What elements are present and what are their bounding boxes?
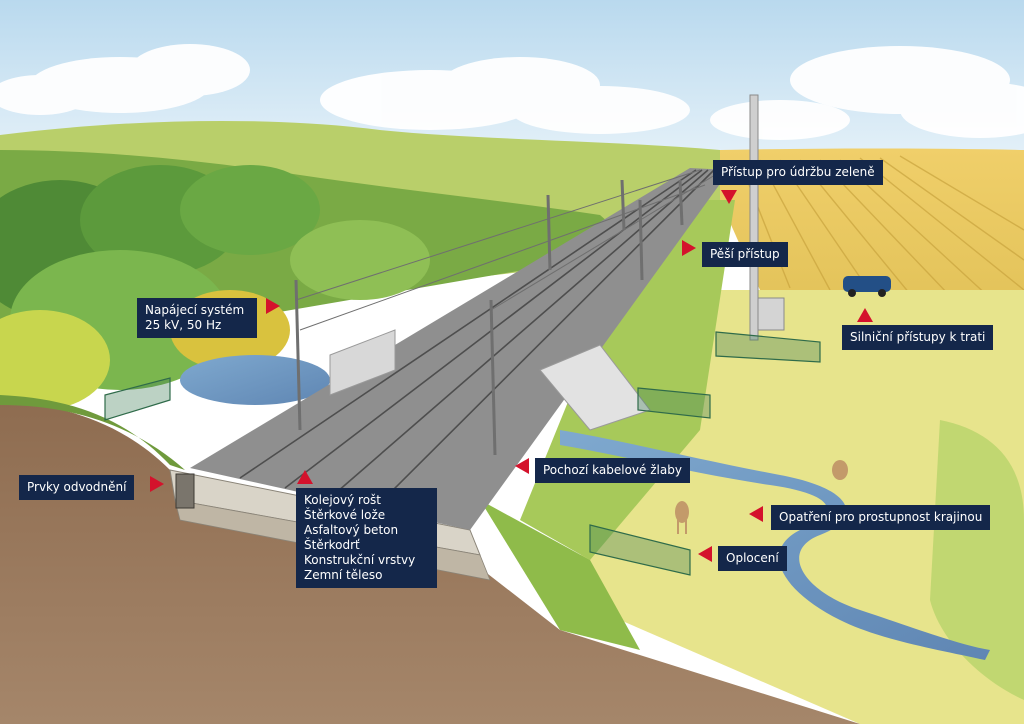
layer-konstrukcni-vrstvy: Konstrukční vrstvy bbox=[304, 553, 416, 567]
pointer-silnicni bbox=[857, 308, 873, 322]
pointer-layers bbox=[297, 470, 313, 484]
label-napajeci-line1: Napájecí systém bbox=[145, 303, 245, 317]
pointer-oploceni bbox=[698, 546, 712, 562]
label-napajeci-line2: 25 kV, 50 Hz bbox=[145, 318, 222, 332]
pointer-udrzba bbox=[721, 190, 737, 204]
label-pesi: Pěší přístup bbox=[702, 242, 788, 267]
pointer-pesi bbox=[682, 240, 696, 256]
pond bbox=[180, 355, 330, 405]
label-udrzba: Přístup pro údržbu zeleně bbox=[713, 160, 883, 185]
pointer-napajeci bbox=[266, 298, 280, 314]
rails bbox=[239, 169, 715, 509]
drain-channel bbox=[175, 473, 195, 509]
noise-wall bbox=[329, 329, 396, 396]
soil-top-grass bbox=[0, 395, 185, 470]
clouds bbox=[0, 44, 1024, 140]
wheat-field bbox=[720, 148, 1024, 300]
telecom-tower bbox=[749, 94, 759, 341]
fences bbox=[104, 331, 821, 576]
label-layers: Kolejový rošt Štěrkové lože Asfaltový be… bbox=[296, 488, 437, 588]
label-odvodneni: Prvky odvodnění bbox=[19, 475, 135, 500]
layer-kolejovy-rost: Kolejový rošt bbox=[304, 493, 381, 507]
pointer-zlaby bbox=[515, 458, 529, 474]
label-oploceni: Oplocení bbox=[718, 546, 787, 571]
label-prostupnost: Opatření pro prostupnost krajinou bbox=[771, 505, 991, 530]
label-napajeci: Napájecí systém 25 kV, 50 Hz bbox=[137, 298, 257, 338]
label-silnicni: Silniční přístupy k trati bbox=[842, 325, 994, 350]
layer-asfaltovy-beton: Asfaltový beton bbox=[304, 523, 399, 537]
catenary-poles bbox=[294, 179, 684, 456]
tower-hut bbox=[757, 297, 785, 331]
layer-sterkodrt: Štěrkodrť bbox=[304, 538, 360, 552]
stream bbox=[560, 430, 990, 660]
label-zlaby: Pochozí kabelové žlaby bbox=[535, 458, 690, 483]
embankment-lower bbox=[480, 500, 640, 650]
meadow-right-grass bbox=[930, 420, 1024, 700]
pointer-prostupnost bbox=[749, 506, 763, 522]
pointer-odvodneni bbox=[150, 476, 164, 492]
forest bbox=[0, 165, 430, 410]
railway-surface bbox=[190, 168, 730, 530]
deer bbox=[675, 460, 848, 534]
layer-sterkove-loze: Štěrkové lože bbox=[304, 508, 386, 522]
underpass bbox=[539, 344, 651, 431]
layer-zemni-teleso: Zemní těleso bbox=[304, 568, 383, 582]
catenary-wires bbox=[295, 169, 721, 331]
service-van bbox=[843, 276, 891, 292]
